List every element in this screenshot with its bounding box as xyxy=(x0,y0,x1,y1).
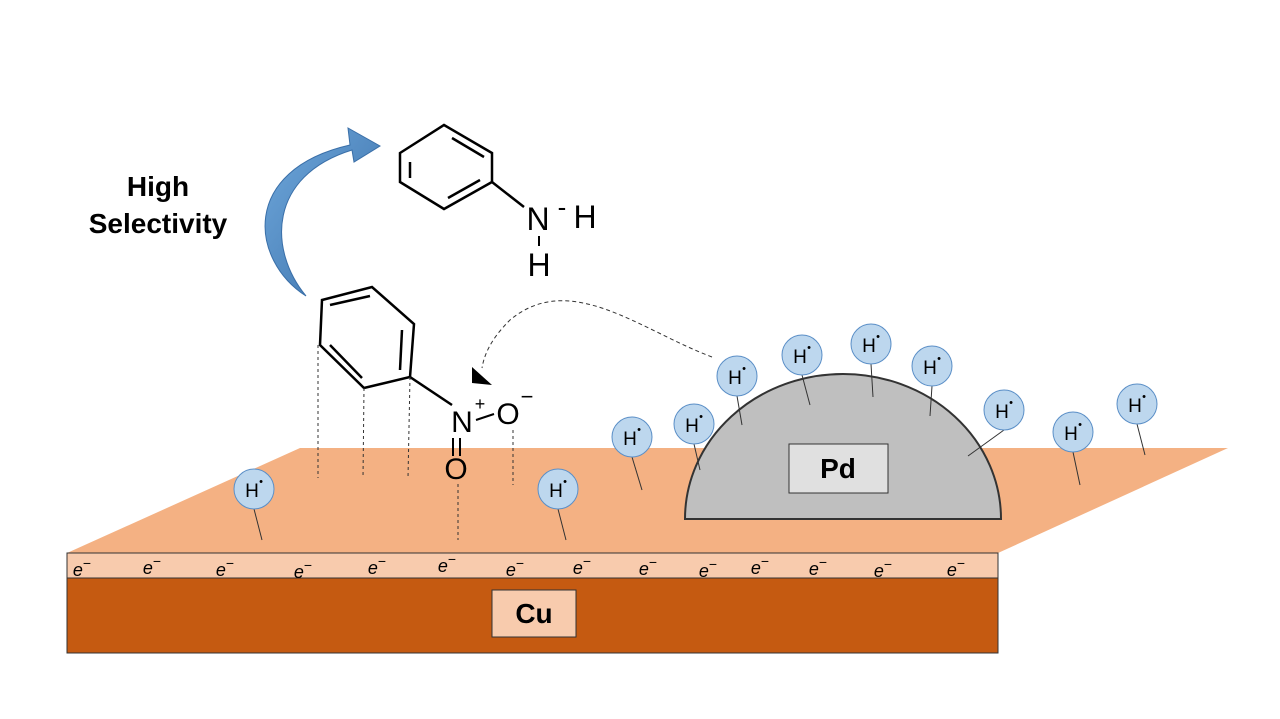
hydrogen-symbol: H xyxy=(793,347,807,368)
hydrogen-radical-dot: • xyxy=(1142,391,1146,403)
hydrogen-circle xyxy=(781,334,823,376)
nitro-double-bond xyxy=(398,329,404,371)
hydrogen-radical-dot: • xyxy=(1009,397,1013,409)
hydrogen-symbol: H xyxy=(1064,424,1078,445)
hydrogen-tether xyxy=(1072,451,1081,486)
hydrogen-tether xyxy=(557,508,567,541)
hydrogen-atom: H• xyxy=(673,403,715,471)
nitrobenzene-ring xyxy=(318,285,416,390)
aniline-h-right: H xyxy=(573,199,596,235)
aniline-n: N xyxy=(526,201,549,237)
hydrogen-circle xyxy=(673,403,715,445)
hydrogen-radical-dot: • xyxy=(876,331,880,343)
hydrogen-transfer-curve xyxy=(481,300,713,369)
nitro-n-charge: + xyxy=(475,394,486,414)
aniline-cn-bond xyxy=(491,181,525,208)
aniline-dash: - xyxy=(558,192,567,222)
hydrogen-atom: H• xyxy=(911,345,953,417)
cu-label-box xyxy=(491,589,577,638)
selectivity-arrow xyxy=(264,127,381,297)
hydrogen-tether xyxy=(253,508,263,541)
hydrogen-tether xyxy=(870,363,874,398)
aniline-double-bond xyxy=(451,136,485,159)
hydrogen-tether xyxy=(1136,423,1146,456)
hydrogen-circle xyxy=(233,468,275,510)
hydrogen-tether xyxy=(929,385,933,417)
hydrogen-circle xyxy=(983,389,1025,431)
selectivity-label: Selectivity xyxy=(89,208,228,239)
hydrogen-atom: H• xyxy=(716,355,758,426)
aniline-molecule: N - H H xyxy=(398,123,597,283)
adsorption-lines xyxy=(317,345,514,540)
hydrogen-radical-dot: • xyxy=(637,424,641,436)
hydrogen-tether xyxy=(736,395,743,426)
hydrogen-atom: H• xyxy=(967,389,1025,457)
nitrobenzene-molecule: N + O − O xyxy=(318,285,534,486)
hydrogen-tether xyxy=(967,429,1005,457)
aniline-double-bond xyxy=(447,178,481,200)
nitro-o-charge: − xyxy=(521,384,534,409)
hydrogen-radical-dot: • xyxy=(563,476,567,488)
cu-label: Cu xyxy=(515,598,552,629)
hydrogen-radical-dot: • xyxy=(742,363,746,375)
hydrogen-circle xyxy=(611,416,653,458)
hydrogen-circle xyxy=(716,355,758,397)
hydrogen-group: H•H•H•H•H•H•H•H•H•H•H• xyxy=(233,323,1158,541)
hydrogen-radical-dot: • xyxy=(699,411,703,423)
hydrogen-atom: H• xyxy=(1116,383,1158,456)
hydrogen-atom: H• xyxy=(611,416,653,491)
hydrogen-radical-dot: • xyxy=(1078,419,1082,431)
hydrogen-radical-dot: • xyxy=(807,342,811,354)
hydrogen-circle xyxy=(1116,383,1158,425)
nitro-no-bond xyxy=(475,413,495,421)
aniline-h-bottom: H xyxy=(527,247,550,283)
hydrogen-symbol: H xyxy=(923,358,937,379)
nitro-o-right: O xyxy=(496,398,519,431)
hydrogen-tether xyxy=(801,374,811,406)
hydrogen-radical-dot: • xyxy=(259,476,263,488)
hydrogen-circle xyxy=(850,323,892,365)
hydrogen-atom: H• xyxy=(850,323,892,398)
hydrogen-circle xyxy=(1052,411,1094,453)
hydrogen-atom: H• xyxy=(233,468,275,541)
nitro-double-bond xyxy=(329,344,363,379)
nitro-cn-bond xyxy=(409,375,453,407)
hydrogen-tether xyxy=(693,443,701,471)
hydrogen-tether xyxy=(631,456,643,491)
hydrogen-symbol: H xyxy=(685,416,699,437)
pd-label-box xyxy=(788,443,889,494)
hydrogen-symbol: H xyxy=(995,402,1009,423)
hydrogen-symbol: H xyxy=(549,481,563,502)
hydrogen-symbol: H xyxy=(623,429,637,450)
high-label: High xyxy=(127,171,189,202)
hydrogen-symbol: H xyxy=(245,481,259,502)
hydrogen-transfer-arrowhead xyxy=(472,367,492,385)
electron-layer xyxy=(66,552,999,579)
adsorption-line xyxy=(407,376,411,479)
hydrogen-circle xyxy=(911,345,953,387)
hydrogen-circle xyxy=(537,468,579,510)
nitro-double-bond xyxy=(329,294,371,307)
aniline-ring xyxy=(398,123,494,211)
hydrogen-atom: H• xyxy=(1052,411,1094,486)
hydrogen-symbol: H xyxy=(862,336,876,357)
hydrogen-symbol: H xyxy=(1128,396,1142,417)
hydrogen-atom: H• xyxy=(537,468,579,541)
pd-label: Pd xyxy=(820,453,856,484)
nitro-n: N xyxy=(451,406,473,439)
nitro-o-bottom: O xyxy=(444,453,467,486)
hydrogen-atom: H• xyxy=(781,334,823,406)
hydrogen-symbol: H xyxy=(728,368,742,389)
hydrogen-radical-dot: • xyxy=(937,353,941,365)
